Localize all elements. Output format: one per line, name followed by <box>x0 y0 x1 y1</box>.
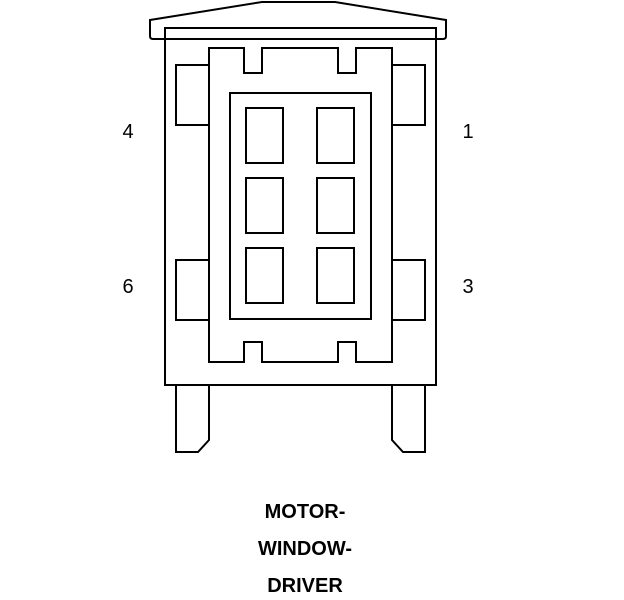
right-lower-latch <box>391 259 426 321</box>
caption-line-3: DRIVER <box>267 575 343 597</box>
connector-top-cap <box>149 1 447 40</box>
connector-body <box>164 27 437 386</box>
pin-label-4: 4 <box>122 121 133 143</box>
connector-right-leg <box>391 385 426 453</box>
connector-inner-frame <box>208 47 393 363</box>
terminal-cavity-6 <box>316 247 355 304</box>
caption-line-1: MOTOR- <box>265 501 346 523</box>
right-upper-latch <box>391 64 426 126</box>
caption-line-2: WINDOW- <box>258 538 352 560</box>
left-lower-latch <box>175 259 210 321</box>
pin-label-3: 3 <box>462 276 473 298</box>
terminal-cavity-3 <box>245 177 284 234</box>
pin-label-6: 6 <box>122 276 133 298</box>
left-upper-latch <box>175 64 210 126</box>
pin-label-1: 1 <box>462 121 473 143</box>
terminal-cavity-area <box>229 92 372 320</box>
terminal-cavity-4 <box>316 177 355 234</box>
terminal-cavity-5 <box>245 247 284 304</box>
terminal-cavity-1 <box>245 107 284 164</box>
connector-left-leg <box>175 385 210 453</box>
terminal-cavity-2 <box>316 107 355 164</box>
